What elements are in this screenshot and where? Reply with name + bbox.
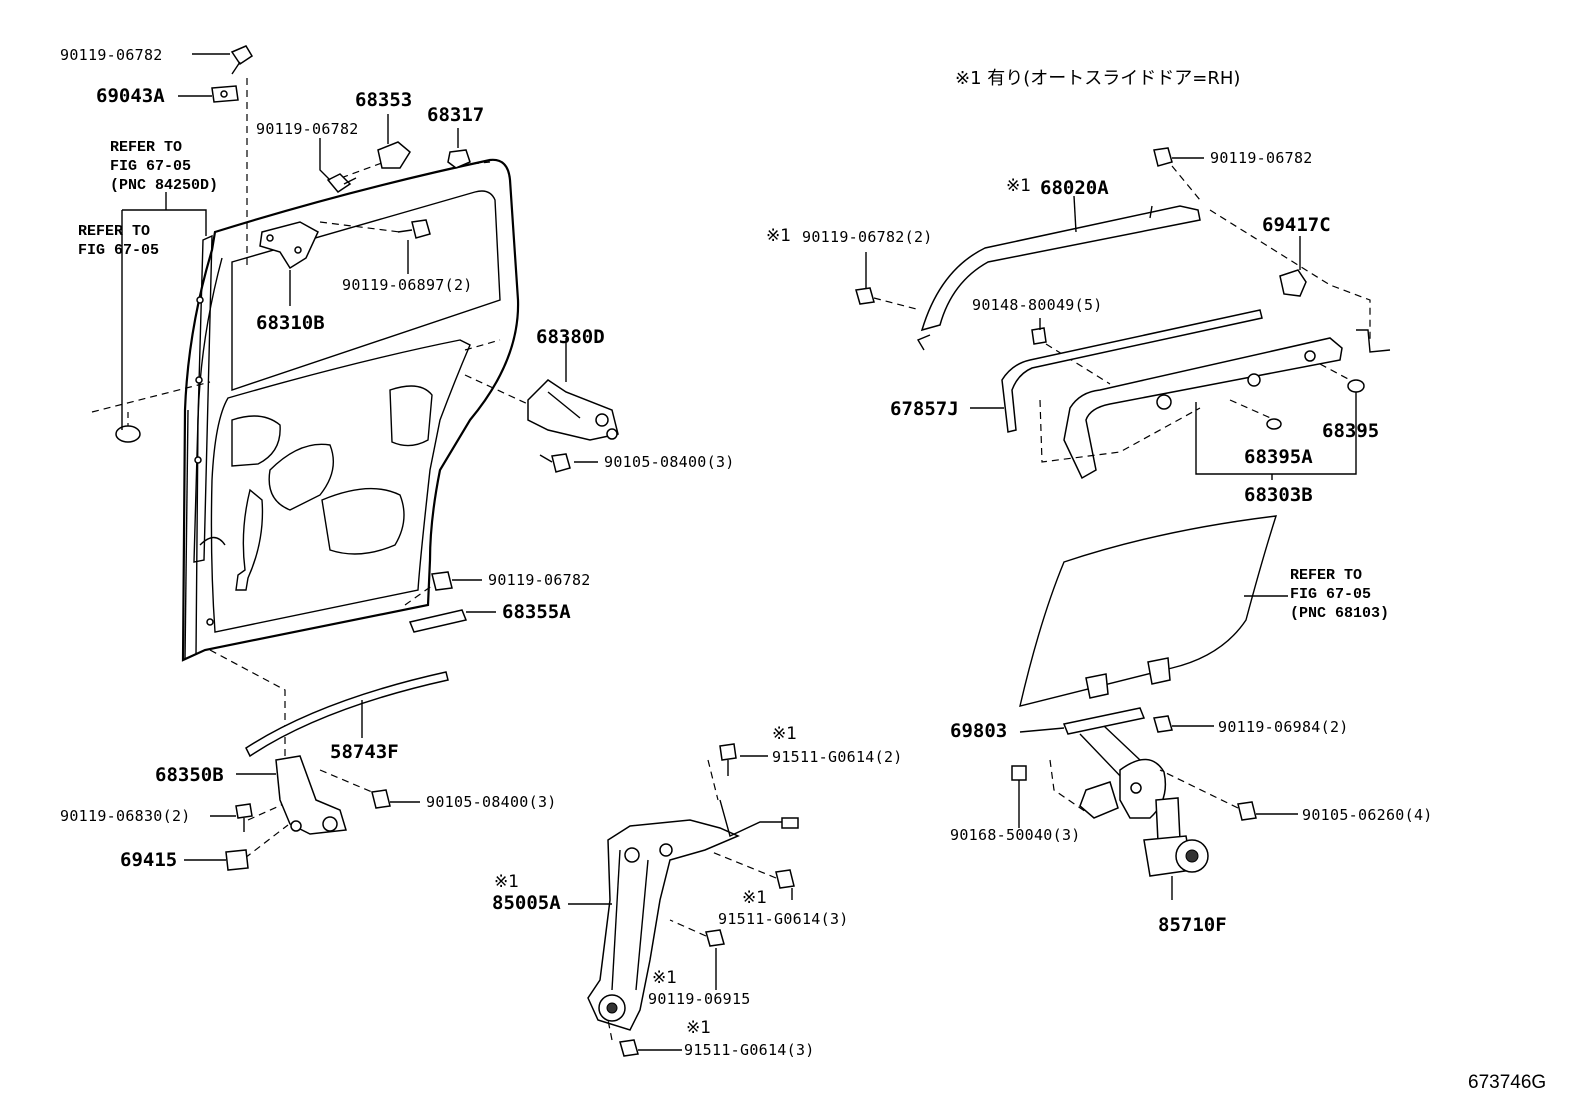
label-90119-06782-top: 90119-06782 <box>60 46 163 64</box>
bracket-68310B <box>259 221 319 270</box>
hinge-68380D <box>527 379 619 441</box>
strip-58743F <box>245 671 449 758</box>
label-68395: 68395 <box>1322 420 1380 442</box>
label-90119-06782-d: 90119-06782 <box>1210 149 1313 167</box>
label-90119-06984: 90119-06984(2) <box>1218 718 1349 736</box>
motor-85710F <box>1143 797 1209 900</box>
refer-note-pnc-68103: REFER TO FIG 67-05 (PNC 68103) <box>1290 566 1389 623</box>
bolt-90119-06915 <box>669 919 725 947</box>
mark-1: ※1 <box>772 724 798 744</box>
label-85005A: 85005A <box>492 892 561 914</box>
bolt-90119-06782-b <box>326 173 357 193</box>
label-67857J: 67857J <box>890 398 959 420</box>
label-68380D: 68380D <box>536 326 605 348</box>
clip-69043A <box>211 85 239 103</box>
refer-line: FIG 67-05 <box>1290 586 1372 603</box>
hinge-68350B <box>275 755 347 835</box>
assembly-lines-left <box>91 78 531 859</box>
part-68353 <box>377 141 411 169</box>
label-90119-06830: 90119-06830(2) <box>60 807 191 825</box>
mark-1: ※1 <box>742 888 768 908</box>
refer-line: REFER TO <box>78 223 151 240</box>
refer-line: (PNC 68103) <box>1290 605 1390 622</box>
label-58743F: 58743F <box>330 741 399 763</box>
refer-line: REFER TO <box>1290 567 1363 584</box>
label-68317: 68317 <box>427 104 485 126</box>
trim-67857J <box>1001 309 1263 433</box>
bolt-90119-06782-c <box>431 571 453 591</box>
bolt-90119-06897 <box>397 219 431 239</box>
label-91511-G0614-2: 91511-G0614(2) <box>772 748 903 766</box>
bolt-91511-G0614-3a <box>711 851 795 889</box>
label-69417C: 69417C <box>1262 214 1331 236</box>
mark-1: ※1 <box>766 226 792 246</box>
bolt-91511-G0614-3b <box>607 1019 639 1057</box>
mark-1: ※1 <box>686 1018 712 1038</box>
label-90105-08400-b: 90105-08400(3) <box>426 793 557 811</box>
label-68020A: 68020A <box>1040 177 1109 199</box>
label-68303B: 68303B <box>1244 484 1313 506</box>
washer-68395A <box>1266 418 1282 430</box>
label-91511-G0614-3a: 91511-G0614(3) <box>718 910 849 928</box>
label-68353: 68353 <box>355 89 413 111</box>
bracket-lines-68303B <box>1195 392 1357 480</box>
bolt-90119-06782-d <box>1153 147 1201 201</box>
washer-68395 <box>1319 363 1365 393</box>
plate-68355A <box>408 609 468 633</box>
note-auto-slide-door: ※1 有り(オートスライドドア=RH) <box>955 68 1241 89</box>
bolt-90168-50040 <box>1011 765 1027 820</box>
rail-68303B <box>1039 337 1343 480</box>
label-90119-06782-2: 90119-06782(2) <box>802 228 933 246</box>
mark-1: ※1 <box>494 872 520 892</box>
glass-panel <box>1019 515 1288 707</box>
fastener-90119-06782-top <box>230 45 254 75</box>
label-91511-G0614-3b: 91511-G0614(3) <box>684 1041 815 1059</box>
refer-line: FIG 67-05 <box>78 242 160 259</box>
label-68350B: 68350B <box>155 764 224 786</box>
label-90119-06782-b: 90119-06782 <box>256 120 359 138</box>
label-69803: 69803 <box>950 720 1008 742</box>
bolt-90105-06260 <box>1159 769 1257 821</box>
label-90119-06915: 90119-06915 <box>648 990 751 1008</box>
leader-lines <box>121 53 1301 1051</box>
label-69043A: 69043A <box>96 85 165 107</box>
bolt-90119-06830 <box>235 803 253 832</box>
label-69415: 69415 <box>120 849 178 871</box>
bolt-90119-06984 <box>1153 715 1173 733</box>
regulator-85005A <box>587 759 799 1031</box>
label-90168-50040: 90168-50040(3) <box>950 826 1081 844</box>
bolt-90105-08400-b <box>371 789 391 809</box>
label-68395A: 68395A <box>1244 446 1313 468</box>
regulator-69803 <box>1049 707 1167 819</box>
refer-line: FIG 67-05 <box>110 158 192 175</box>
label-68355A: 68355A <box>502 601 571 623</box>
label-90119-06897: 90119-06897(2) <box>342 276 473 294</box>
cap-69415 <box>225 849 249 871</box>
label-85710F: 85710F <box>1158 914 1227 936</box>
refer-note-pnc-84250D: REFER TO FIG 67-05 (PNC 84250D) <box>110 138 218 195</box>
label-68310B: 68310B <box>256 312 325 334</box>
bracket-69417C <box>1209 209 1391 353</box>
mark-1: ※1 <box>652 968 678 988</box>
door-panel <box>181 158 520 662</box>
label-90105-08400-a: 90105-08400(3) <box>604 453 735 471</box>
bolt-91511-G0614-2 <box>719 743 737 776</box>
refer-line: (PNC 84250D) <box>110 177 219 194</box>
figure-code: 673746G <box>1468 1072 1547 1093</box>
grommet-ref <box>115 425 141 443</box>
refer-note-fig-67-05: REFER TO FIG 67-05 <box>78 222 159 260</box>
rail-68020A <box>916 205 1201 351</box>
label-90148-80049: 90148-80049(5) <box>972 296 1103 314</box>
mark-1: ※1 <box>1006 176 1032 196</box>
bolt-90119-06782-2 <box>855 287 921 311</box>
part-68317 <box>447 149 471 169</box>
label-90119-06782-c: 90119-06782 <box>488 571 591 589</box>
bolt-90105-08400-a <box>539 453 571 473</box>
bolt-90148-80049 <box>1031 327 1111 385</box>
label-90105-06260: 90105-06260(4) <box>1302 806 1433 824</box>
refer-line: REFER TO <box>110 139 183 156</box>
